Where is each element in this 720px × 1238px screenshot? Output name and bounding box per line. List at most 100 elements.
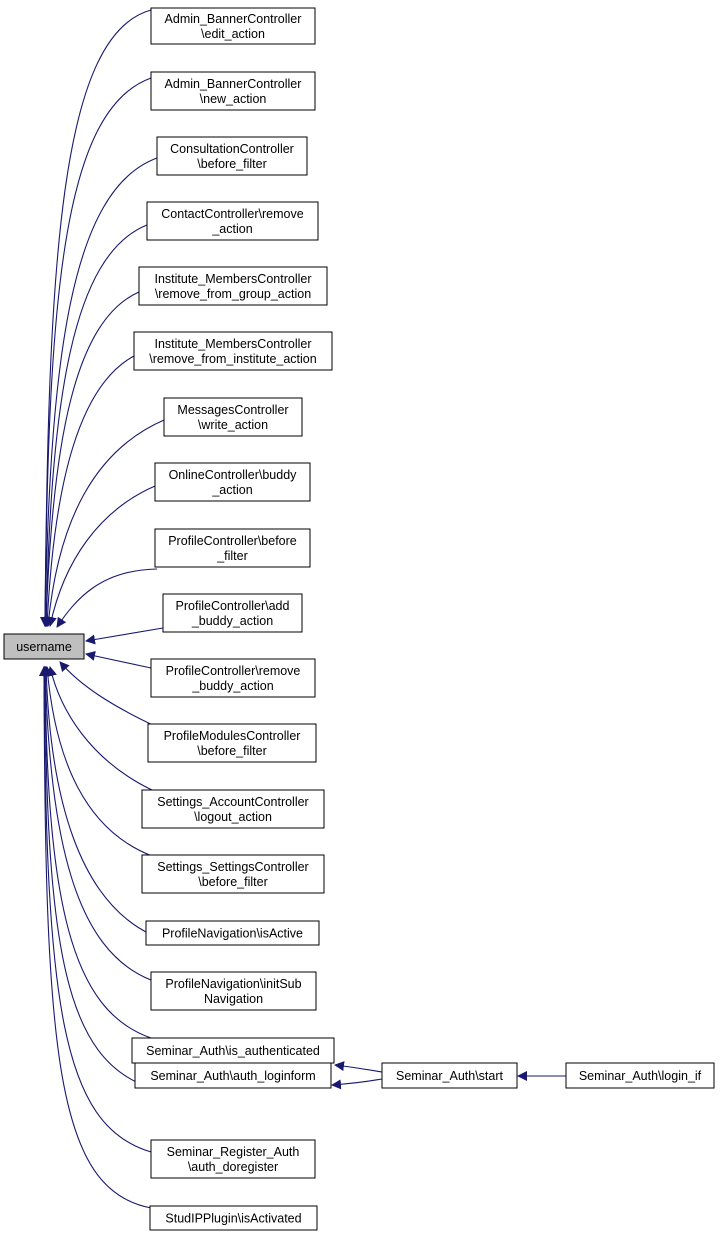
node-label: \logout_action <box>194 810 272 824</box>
edge-n8-username <box>46 485 156 627</box>
edge-n10-username <box>85 627 164 645</box>
edge-n3-username <box>40 157 158 627</box>
node-box <box>147 723 317 763</box>
node-label: Seminar_Auth\auth_loginform <box>150 1069 315 1083</box>
node-box <box>133 331 333 371</box>
node-label: ContactController\remove <box>161 207 303 221</box>
edge-n20-username <box>39 666 152 1209</box>
node-box <box>138 266 328 306</box>
edge-n15-username <box>41 666 151 935</box>
node-label: Admin_BannerController <box>165 12 302 26</box>
node-label: \before_filter <box>197 744 266 758</box>
node-label: Seminar_Auth\login_if <box>579 1069 702 1083</box>
node-n19[interactable]: Seminar_Register_Auth\auth_doregister <box>150 1139 316 1179</box>
node-box <box>150 1139 316 1179</box>
node-box <box>145 920 320 946</box>
edge-n19-username <box>39 666 152 1153</box>
node-box <box>141 854 325 894</box>
node-label: Settings_SettingsController <box>157 860 308 874</box>
node-box <box>141 789 325 829</box>
node-box <box>163 397 303 437</box>
node-box <box>381 1062 518 1089</box>
node-box <box>565 1062 715 1089</box>
node-label: Institute_MembersController <box>154 272 311 286</box>
node-label: \before_filter <box>198 875 267 889</box>
node-n8[interactable]: OnlineController\buddy_action <box>154 462 311 502</box>
node-n12[interactable]: ProfileModulesController\before_filter <box>147 723 317 763</box>
node-n5[interactable]: Institute_MembersController\remove_from_… <box>138 266 328 306</box>
node-label: Navigation <box>204 992 263 1006</box>
edge-start-n18 <box>331 1078 383 1090</box>
node-label: ProfileController\add <box>176 599 290 613</box>
node-n3[interactable]: ConsultationController\before_filter <box>156 136 308 176</box>
node-label: \before_filter <box>197 157 266 171</box>
edge-n14-username <box>42 666 153 857</box>
node-n6[interactable]: Institute_MembersController\remove_from_… <box>133 331 333 371</box>
node-box <box>150 658 316 698</box>
node-n9[interactable]: ProfileController\before_filter <box>154 528 311 568</box>
node-n13[interactable]: Settings_AccountController\logout_action <box>141 789 325 829</box>
node-box <box>154 462 311 502</box>
node-box <box>134 1062 332 1089</box>
node-label: ProfileModulesController <box>164 729 301 743</box>
node-label: \auth_doregister <box>188 1160 278 1174</box>
node-n14[interactable]: Settings_SettingsController\before_filte… <box>141 854 325 894</box>
node-box <box>162 593 303 633</box>
edge-n6-username <box>42 355 135 627</box>
node-label: \write_action <box>198 418 268 432</box>
edge-n9-username <box>56 568 158 628</box>
node-label: _buddy_action <box>191 679 273 693</box>
nodes: usernameAdmin_BannerController\edit_acti… <box>3 7 715 1231</box>
node-login_if[interactable]: Seminar_Auth\login_if <box>565 1062 715 1089</box>
edge-n16-username <box>40 666 152 981</box>
node-label: Seminar_Register_Auth <box>167 1145 300 1159</box>
node-box <box>146 201 319 241</box>
node-label: ProfileController\remove <box>166 664 301 678</box>
node-box <box>156 136 308 176</box>
node-box <box>149 1205 318 1231</box>
edge-n4-username <box>41 224 148 627</box>
node-label: username <box>16 640 72 654</box>
node-label: _action <box>211 483 252 497</box>
edge-n1-username <box>40 9 152 627</box>
edge-n2-username <box>40 77 152 627</box>
node-label: \remove_from_institute_action <box>149 352 316 366</box>
node-box <box>150 971 317 1011</box>
node-n20[interactable]: StudIPPlugin\isActivated <box>149 1205 318 1231</box>
node-label: OnlineController\buddy <box>169 468 298 482</box>
edge-n12-username <box>59 661 158 728</box>
node-label: Seminar_Auth\is_authenticated <box>146 1044 320 1058</box>
node-box <box>150 71 316 111</box>
node-label: Settings_AccountController <box>157 795 308 809</box>
node-start[interactable]: Seminar_Auth\start <box>381 1062 518 1089</box>
node-n7[interactable]: MessagesController\write_action <box>163 397 303 437</box>
node-n1[interactable]: Admin_BannerController\edit_action <box>150 7 316 45</box>
edge-n18-username <box>40 666 152 1089</box>
node-n18[interactable]: Seminar_Auth\auth_loginform <box>134 1062 332 1089</box>
node-label: \new_action <box>200 92 267 106</box>
node-n11[interactable]: ProfileController\remove_buddy_action <box>150 658 316 698</box>
node-box <box>3 633 85 660</box>
node-n4[interactable]: ContactController\remove_action <box>146 201 319 241</box>
node-label: ProfileNavigation\isActive <box>162 927 303 941</box>
edge-n13-username <box>47 666 153 791</box>
node-n2[interactable]: Admin_BannerController\new_action <box>150 71 316 111</box>
node-n10[interactable]: ProfileController\add_buddy_action <box>162 593 303 633</box>
node-label: Institute_MembersController <box>154 337 311 351</box>
node-label: ConsultationController <box>170 142 294 156</box>
node-label: \remove_from_group_action <box>155 287 311 301</box>
node-label: MessagesController <box>177 403 288 417</box>
node-n15[interactable]: ProfileNavigation\isActive <box>145 920 320 946</box>
edge-n17-username <box>40 666 152 1039</box>
node-box <box>131 1037 335 1064</box>
node-label: ProfileController\before <box>168 534 297 548</box>
node-label: _buddy_action <box>191 614 273 628</box>
node-box <box>154 528 311 568</box>
node-label: \edit_action <box>201 27 265 41</box>
node-n17[interactable]: Seminar_Auth\is_authenticated <box>131 1037 335 1064</box>
node-label: ProfileNavigation\initSub <box>165 977 301 991</box>
edge-n5-username <box>41 291 140 627</box>
edges <box>39 9 566 1209</box>
node-label: Admin_BannerController <box>165 77 302 91</box>
